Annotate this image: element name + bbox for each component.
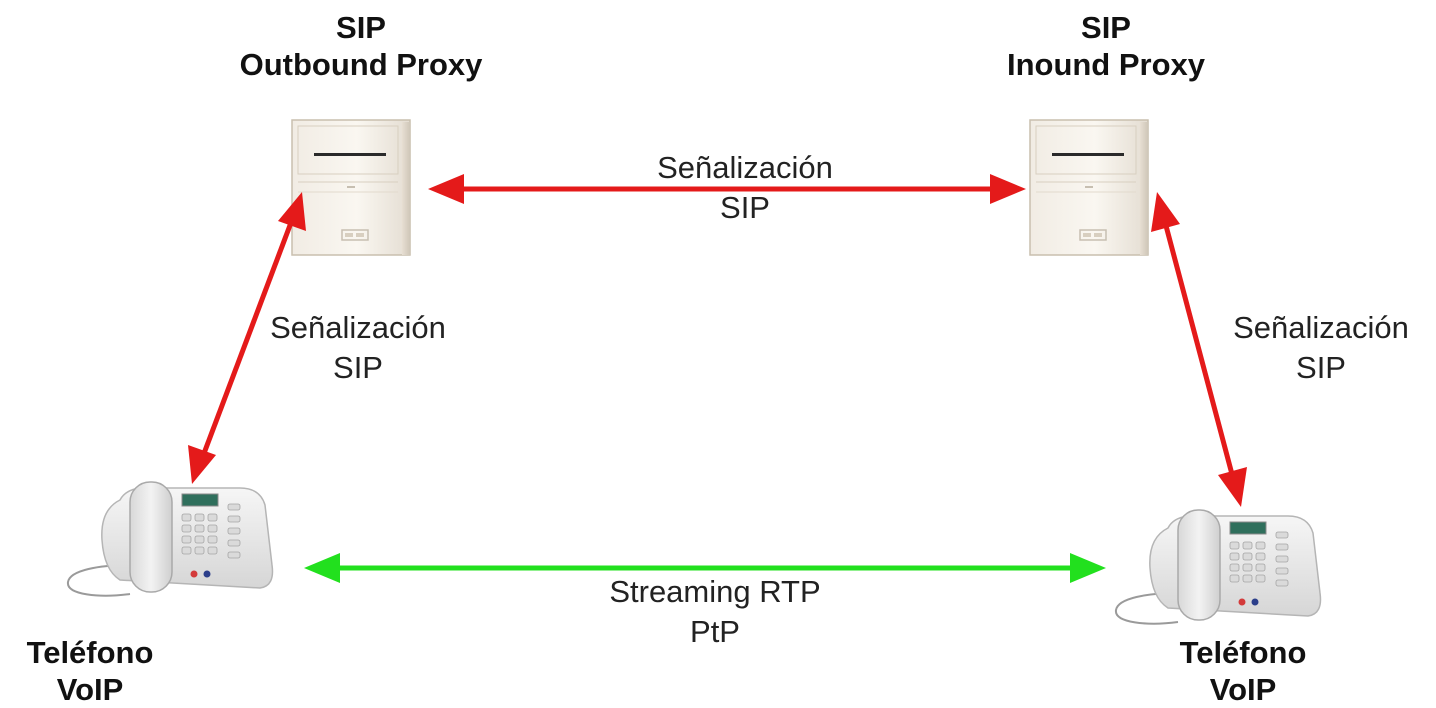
left-phone-title-line2: VoIP xyxy=(56,672,124,707)
phone-to-phone-label-line2: PtP xyxy=(690,614,740,649)
outbound-proxy-title: SIP Outbound Proxy xyxy=(225,9,497,83)
rtp-arrow-phone-to-phone xyxy=(304,553,1106,583)
outbound-to-phone-label-line1: Señalización xyxy=(270,310,446,345)
right-phone-title-line1: Teléfono xyxy=(1179,635,1307,670)
outbound-to-phone-label-line2: SIP xyxy=(333,350,383,385)
inbound-proxy-server-icon xyxy=(1029,119,1149,256)
proxy-to-proxy-label-line1: Señalización xyxy=(657,150,833,185)
left-phone-title-line1: Teléfono xyxy=(26,635,154,670)
inbound-to-phone-label-line1: Señalización xyxy=(1233,310,1409,345)
proxy-to-proxy-label: Señalización SIP xyxy=(630,148,860,228)
signaling-arrow-proxy-to-proxy xyxy=(428,174,1026,204)
right-phone-title-line2: VoIP xyxy=(1209,672,1277,707)
phone-to-phone-label-line1: Streaming RTP xyxy=(609,574,821,609)
right-phone-title: Teléfono VoIP xyxy=(1163,634,1323,708)
outbound-to-phone-label: Señalización SIP xyxy=(243,308,473,388)
inbound-proxy-title-line1: SIP xyxy=(1081,10,1131,45)
inbound-proxy-title-line2: Inound Proxy xyxy=(1006,47,1206,82)
left-voip-phone-icon xyxy=(67,481,274,597)
inbound-to-phone-label-line2: SIP xyxy=(1296,350,1346,385)
phone-to-phone-label: Streaming RTP PtP xyxy=(580,572,850,652)
right-voip-phone-icon xyxy=(1115,509,1322,625)
proxy-to-proxy-label-line2: SIP xyxy=(720,190,770,225)
signaling-arrow-inbound-to-phone xyxy=(1151,192,1247,507)
inbound-to-phone-label: Señalización SIP xyxy=(1206,308,1436,388)
inbound-proxy-title: SIP Inound Proxy xyxy=(975,9,1237,83)
outbound-proxy-title-line1: SIP xyxy=(336,10,386,45)
signaling-arrow-outbound-to-phone xyxy=(188,192,306,484)
left-phone-title: Teléfono VoIP xyxy=(10,634,170,708)
outbound-proxy-server-icon xyxy=(291,119,411,256)
outbound-proxy-title-line2: Outbound Proxy xyxy=(239,47,483,82)
